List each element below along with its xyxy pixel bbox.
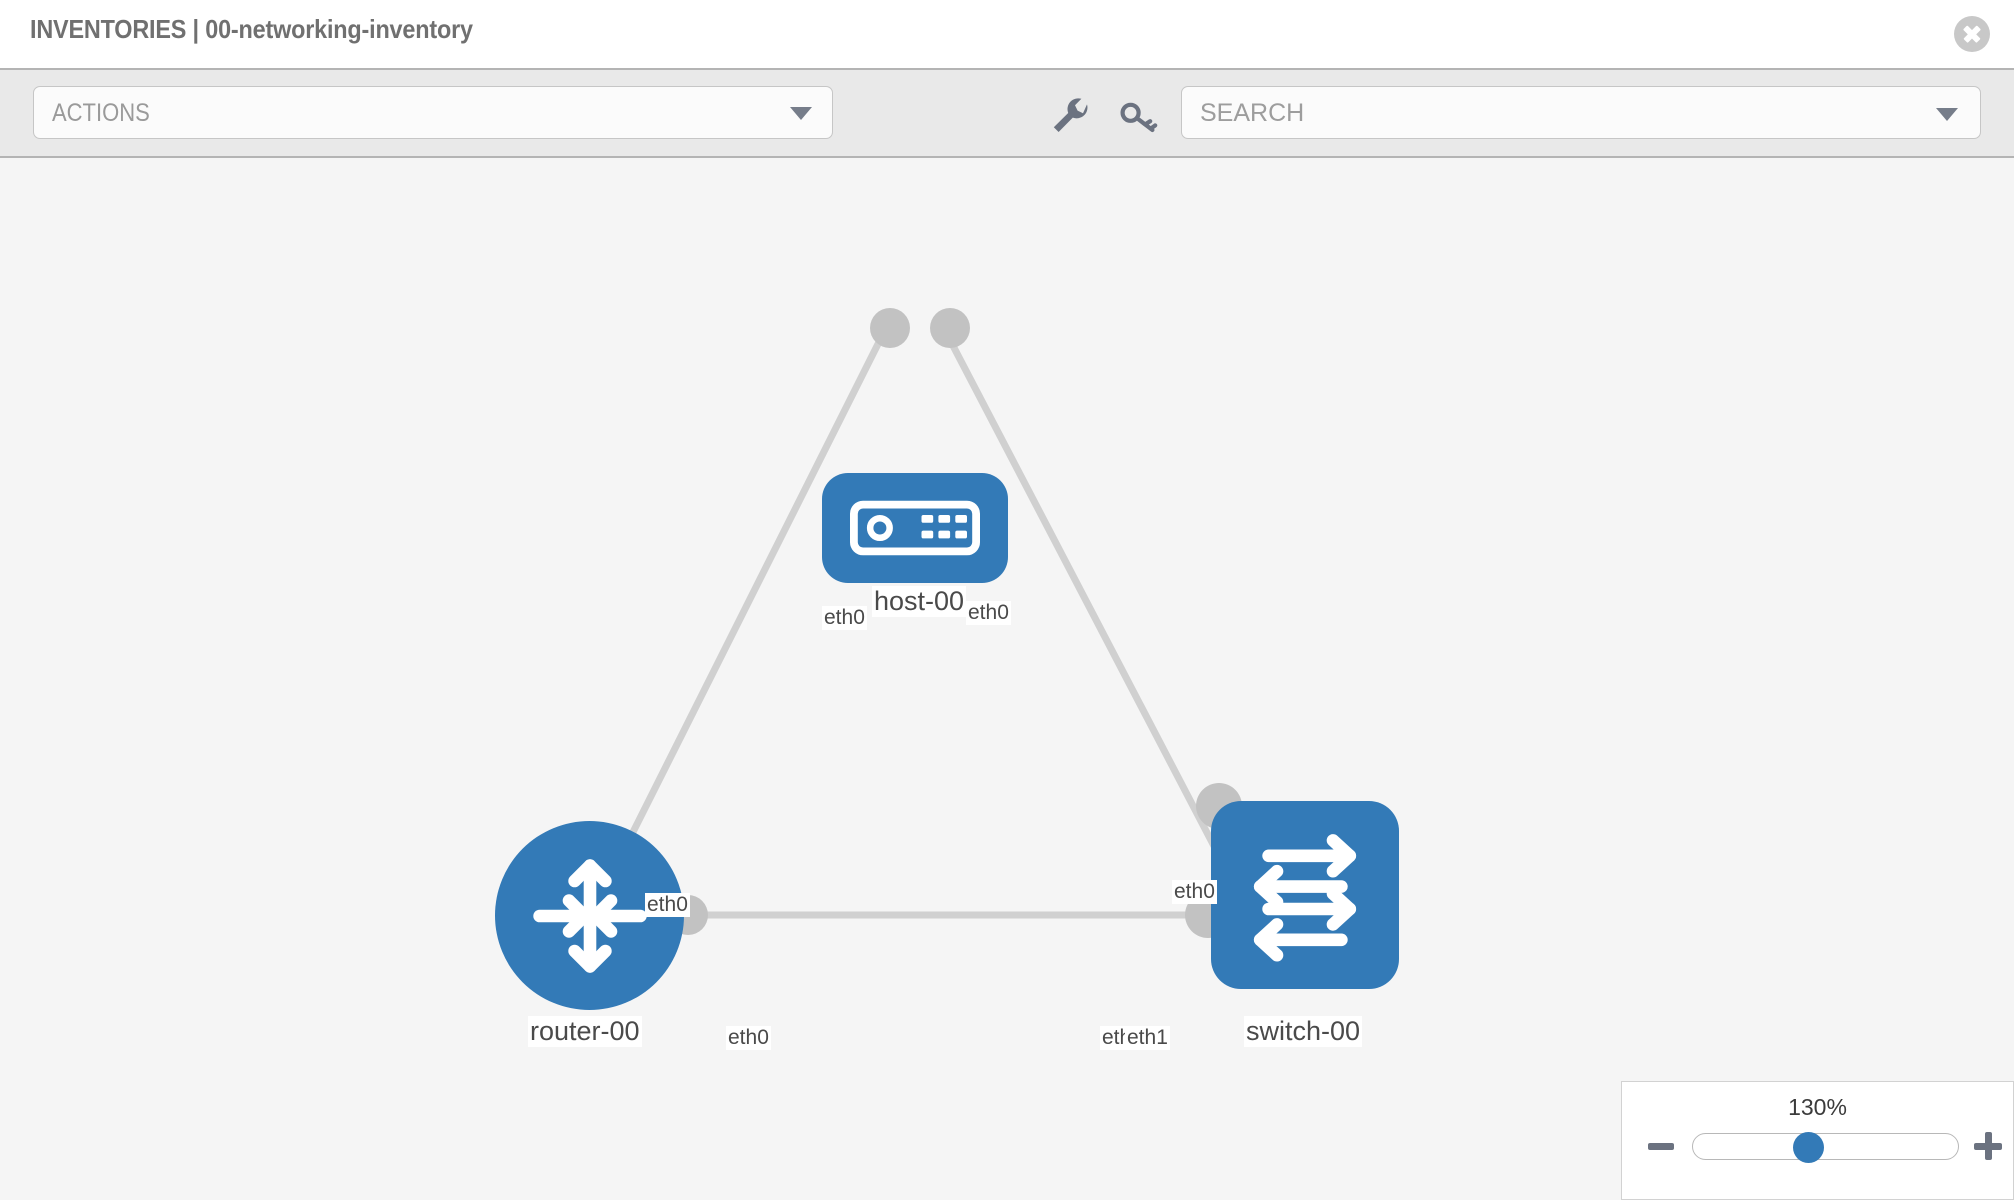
- edge-label-host-left: eth0: [822, 606, 867, 630]
- edge-host-switch: [946, 336, 1219, 852]
- zoom-in-button[interactable]: [1974, 1132, 2002, 1160]
- zoom-level-label: 130%: [1788, 1094, 1847, 1120]
- port-handle-host-right[interactable]: [930, 308, 970, 348]
- switch-arrows-icon: [1253, 834, 1357, 962]
- node-label-router-00: router-00: [528, 1016, 642, 1047]
- topology-edges: [616, 336, 1224, 919]
- app-header: INVENTORIES | 00-networking-inventory: [0, 0, 2014, 68]
- node-label-switch-00: switch-00: [1244, 1016, 1363, 1047]
- close-icon[interactable]: [1954, 16, 1990, 52]
- port-handle-host-left[interactable]: [870, 308, 910, 348]
- key-icon-svg: [1120, 102, 1158, 133]
- page-title: INVENTORIES | 00-networking-inventory: [30, 14, 473, 44]
- chevron-down-icon: [1936, 108, 1958, 121]
- zoom-out-button[interactable]: [1648, 1143, 1674, 1150]
- edge-label-switch-eth1: eth1: [1125, 1026, 1170, 1050]
- node-label-host-00: host-00: [872, 586, 967, 617]
- topology-canvas[interactable]: host-00 router-00 switch-00 eth0 eth0 et…: [0, 158, 2014, 1200]
- search-input[interactable]: SEARCH: [1181, 86, 1981, 139]
- node-host-00[interactable]: [822, 473, 1008, 583]
- edge-label-router-eth0: eth0: [726, 1026, 771, 1050]
- wrench-icon-svg: [1053, 98, 1088, 132]
- chevron-down-icon: [790, 107, 812, 120]
- plus-icon-v: [1985, 1132, 1992, 1160]
- edge-host-router: [616, 336, 884, 862]
- zoom-slider-thumb[interactable]: [1793, 1132, 1824, 1163]
- search-input-placeholder: SEARCH: [1200, 99, 1305, 127]
- node-switch-00[interactable]: [1211, 801, 1399, 989]
- node-router-00[interactable]: [495, 821, 684, 1010]
- zoom-control-panel: 130%: [1621, 1081, 2014, 1200]
- toolbar: ACTIONS SEARCH: [0, 68, 2014, 158]
- router-arrows-icon: [533, 859, 647, 973]
- key-icon[interactable]: [1114, 94, 1162, 142]
- wrench-icon[interactable]: [1046, 94, 1094, 142]
- actions-dropdown[interactable]: ACTIONS: [33, 86, 833, 139]
- actions-dropdown-label: ACTIONS: [52, 99, 150, 127]
- host-device-icon: [850, 500, 980, 556]
- zoom-slider-track[interactable]: [1692, 1133, 1959, 1160]
- edge-label-router-uplink: eth0: [645, 893, 690, 917]
- edge-label-host-right: eth0: [966, 601, 1011, 625]
- edge-label-switch-uplink: eth0: [1172, 880, 1217, 904]
